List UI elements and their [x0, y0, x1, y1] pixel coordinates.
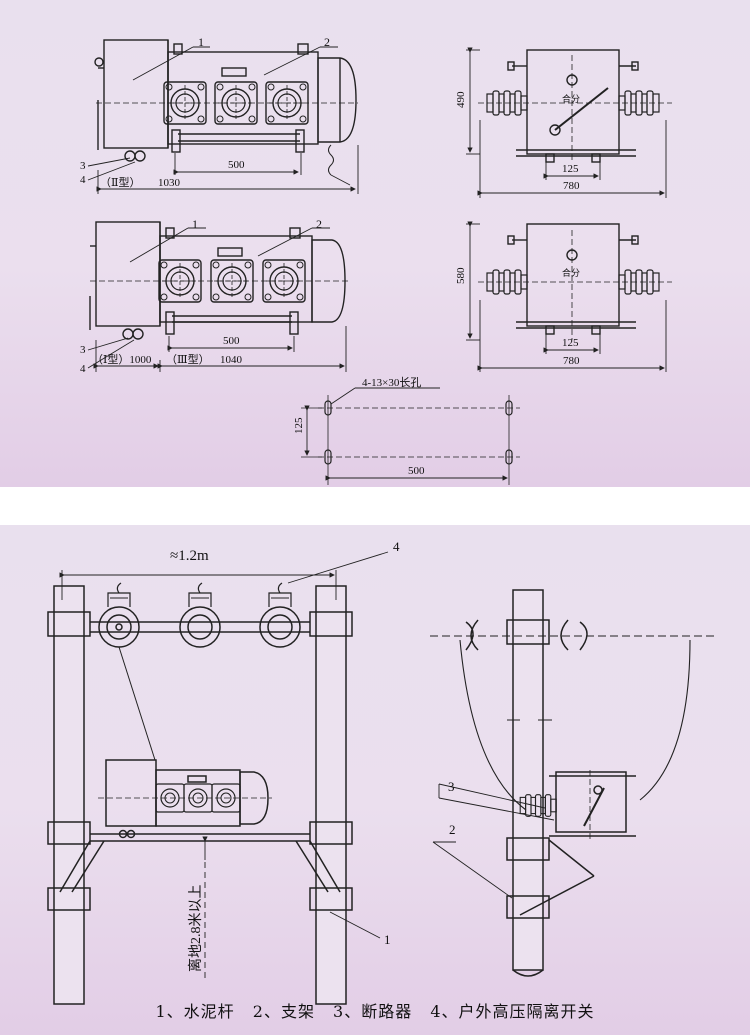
callout-2: 2 — [316, 217, 322, 231]
callout-4: 4 — [80, 174, 86, 186]
dim-125: 125 — [562, 163, 579, 175]
side-view-580-dims — [466, 221, 667, 372]
dim-580: 580 — [455, 267, 467, 284]
mounting-hole-pattern — [301, 387, 520, 485]
bottom-panel — [0, 525, 750, 1035]
bushing-icon — [618, 269, 660, 295]
dim-125: 125 — [562, 337, 579, 349]
flange-icon — [265, 81, 309, 125]
front-view-type1-3-leaders — [87, 227, 347, 372]
callout-3: 3 — [80, 344, 86, 356]
callout-2: 2 — [324, 35, 330, 49]
hefen-mark: 合分 — [562, 93, 580, 104]
dim-780: 780 — [563, 180, 580, 192]
dim-1030: 1030 — [158, 177, 181, 189]
type-3-label: （Ⅲ型） — [166, 352, 210, 366]
top-panel — [0, 0, 750, 487]
side-view-580 — [478, 223, 672, 340]
legend: 1、水泥杆 2、支架 3、断路器 4、户外高压隔离开关 — [0, 998, 750, 1022]
callout-4: 4 — [393, 539, 400, 554]
side-view-490-dims — [466, 47, 667, 198]
dim-780: 780 — [563, 355, 580, 367]
type-1-1000-label: （Ⅰ型）1000 — [92, 352, 152, 366]
pole-side-view — [430, 589, 714, 977]
front-view-type2-leaders — [87, 46, 359, 194]
bushing-icon — [618, 90, 660, 116]
flange-icon — [214, 81, 258, 125]
dim-500: 500 — [223, 335, 240, 347]
front-view-type1-3 — [89, 221, 350, 340]
type-2-label: （Ⅱ型） — [100, 175, 140, 189]
flange-icon — [163, 81, 207, 125]
legend-item-pole: 1、水泥杆 — [155, 1002, 235, 1021]
flange-icon — [262, 259, 306, 303]
callout-4: 4 — [80, 363, 86, 375]
flange-icon — [158, 259, 202, 303]
legend-item-bracket: 2、支架 — [252, 1002, 315, 1021]
panel-gap — [0, 487, 750, 525]
callout-1: 1 — [192, 217, 198, 231]
callout-1: 1 — [198, 35, 204, 49]
legend-item-breaker: 3、断路器 — [333, 1002, 413, 1021]
dim-125: 125 — [293, 417, 305, 434]
height-note: 离地2.8米以上 — [187, 885, 204, 973]
legend-item-disconnector: 4、户外高压隔离开关 — [430, 1002, 595, 1021]
hefen-mark: 合分 — [562, 267, 580, 278]
dim-500: 500 — [228, 159, 245, 171]
callout-2: 2 — [449, 822, 456, 837]
flange-icon — [210, 259, 254, 303]
approx-width-label: ≈1.2m — [170, 548, 209, 564]
pole-front-view — [47, 551, 389, 1005]
front-view-type2 — [94, 39, 358, 186]
callout-3: 3 — [448, 779, 455, 794]
dim-490: 490 — [455, 91, 467, 108]
hole-spec: 4-13×30长孔 — [362, 376, 421, 389]
dim-500: 500 — [408, 465, 425, 477]
dim-1040: 1040 — [220, 354, 243, 366]
callout-1: 1 — [384, 932, 391, 947]
callout-3: 3 — [80, 160, 86, 172]
side-view-490 — [478, 49, 672, 163]
